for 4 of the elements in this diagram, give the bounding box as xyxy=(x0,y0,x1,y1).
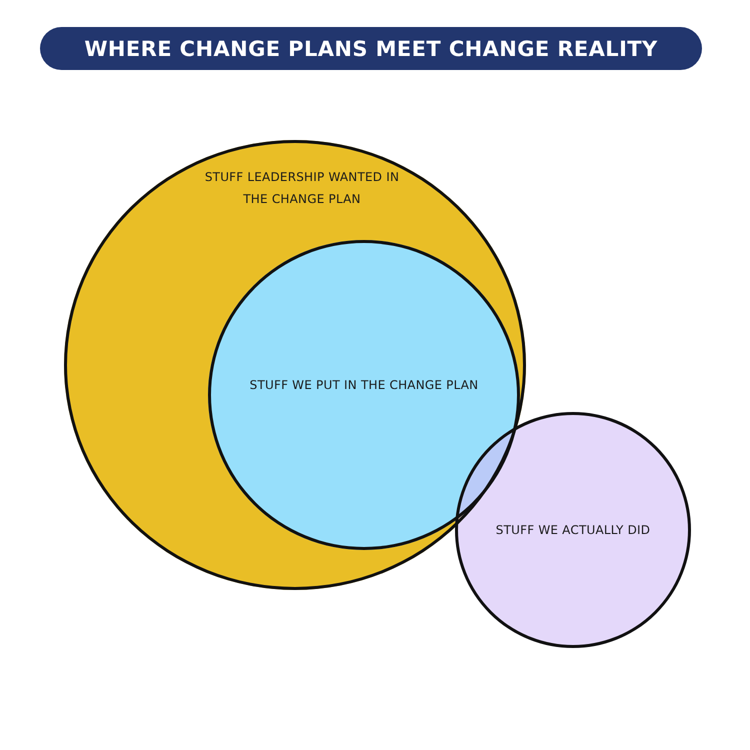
circle-label: STUFF WE PUT IN THE CHANGE PLAN xyxy=(250,377,478,394)
circle-label: STUFF WE ACTUALLY DID xyxy=(496,522,650,539)
title-banner: WHERE CHANGE PLANS MEET CHANGE REALITY xyxy=(40,27,702,70)
circle-label: STUFF LEADERSHIP WANTED IN THE CHANGE PLAN xyxy=(204,169,400,208)
